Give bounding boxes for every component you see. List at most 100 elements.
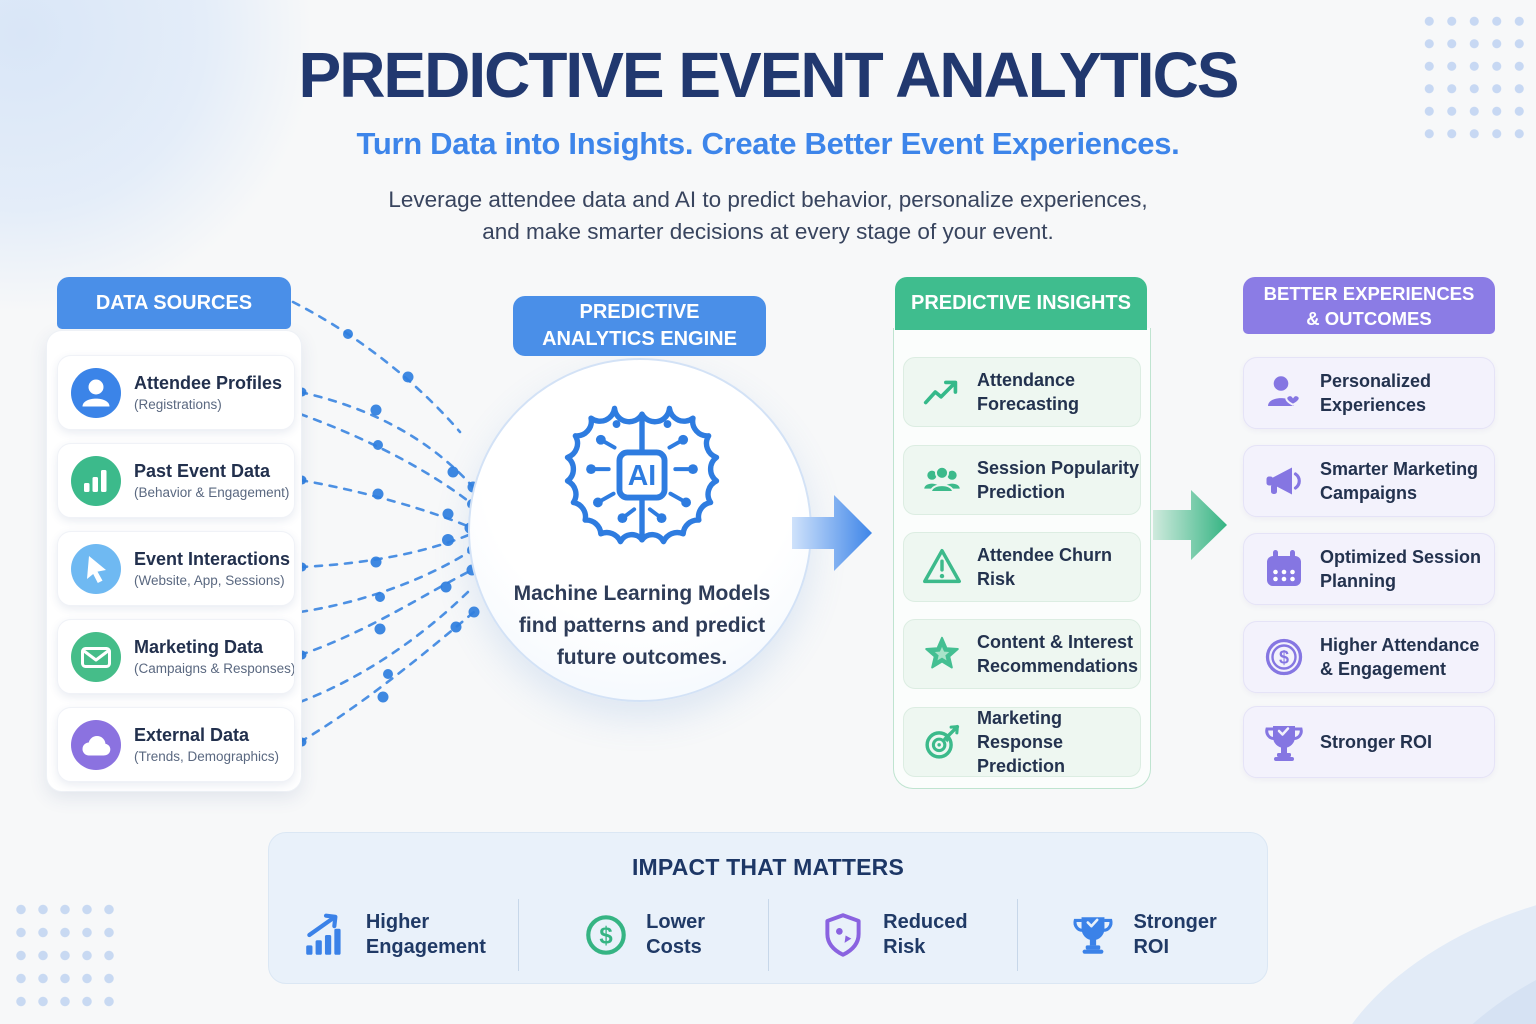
card-label: Attendance Forecasting <box>977 370 1080 414</box>
card-label: Optimized Session Planning <box>1320 547 1482 591</box>
impact-label-line-2: Engagement <box>365 936 486 958</box>
user-icon <box>71 367 121 418</box>
card-sublabel: (Registrations) <box>134 397 222 412</box>
insight-card-attendee-churn-risk: Attendee Churn Risk <box>903 532 1141 602</box>
insight-card-content-recommendations: Content & Interest Recommendations <box>903 619 1141 689</box>
calendar-icon <box>1267 550 1301 586</box>
engine-header: PREDICTIVE ANALYTICS ENGINE <box>513 296 766 356</box>
impact-bar: IMPACT THAT MATTERS Higher Engagement $ <box>268 832 1268 984</box>
data-source-card-external-data: External Data (Trends, Demographics) <box>57 707 295 782</box>
flow-arrow-blue <box>792 495 872 571</box>
svg-text:$: $ <box>1279 648 1289 668</box>
impact-item-reduced-risk: Reduced Risk <box>767 899 1018 971</box>
impact-item-stronger-roi: Stronger ROI <box>1017 899 1267 971</box>
flow-arrow-green <box>1153 490 1227 560</box>
card-label: Event Interactions <box>134 549 291 569</box>
description-line-2: and make smarter decisions at every stag… <box>482 219 1054 244</box>
card-label: Smarter Marketing Campaigns <box>1320 459 1479 503</box>
card-label: Attendee Profiles <box>134 373 283 393</box>
impact-label-line-1: Higher <box>365 911 430 933</box>
engine-circle: AI Machine Learning Models find patterns… <box>468 358 812 702</box>
card-sublabel: (Trends, Demographics) <box>134 749 280 764</box>
dollar-ring-icon: $ <box>586 915 626 955</box>
impact-label-line-1: Stronger <box>1133 911 1217 933</box>
outcomes-title-line-1: BETTER EXPERIENCES <box>1263 282 1475 304</box>
card-sublabel: (Website, App, Sessions) <box>134 573 285 588</box>
impact-item-higher-engagement: Higher Engagement <box>269 899 518 971</box>
shield-icon <box>825 913 861 957</box>
card-sublabel: (Campaigns & Responses) <box>134 661 294 676</box>
person-heart-icon <box>1268 376 1301 406</box>
card-label: Marketing Response Prediction <box>977 708 1066 776</box>
cloud-icon <box>71 719 121 770</box>
ai-label: AI <box>628 460 656 492</box>
outcome-card-personalized-experiences: Personalized Experiences <box>1243 357 1495 429</box>
engine-title-line-1: PREDICTIVE <box>579 301 700 323</box>
card-label: Personalized Experiences <box>1320 371 1432 415</box>
outcome-card-higher-attendance: $ Higher Attendance & Engagement <box>1243 621 1495 693</box>
page-description: Leverage attendee data and AI to predict… <box>0 184 1536 248</box>
card-label: Past Event Data <box>134 461 271 481</box>
card-label: Content & Interest Recommendations <box>977 632 1139 676</box>
data-source-card-past-event-data: Past Event Data (Behavior & Engagement) <box>57 443 295 518</box>
ai-brain-icon: AI <box>564 405 720 545</box>
card-sublabel: (Behavior & Engagement) <box>134 485 290 500</box>
bar-chart-icon <box>71 455 121 506</box>
outcome-card-smarter-marketing: Smarter Marketing Campaigns <box>1243 445 1495 517</box>
engine-caption-line-1: Machine Learning Models <box>513 582 771 605</box>
card-label: Attendee Churn Risk <box>977 545 1112 589</box>
dollar-coin-icon: $ <box>1265 638 1303 676</box>
card-label: Stronger ROI <box>1320 732 1433 752</box>
outcomes-title-line-2: & OUTCOMES <box>1306 307 1432 329</box>
dot-grid-top-right <box>1418 10 1532 142</box>
data-source-card-marketing-data: Marketing Data (Campaigns & Responses) <box>57 619 295 694</box>
page-subtitle: Turn Data into Insights. Create Better E… <box>356 126 1180 161</box>
impact-label-line-2: Risk <box>883 936 926 958</box>
impact-label-line-2: ROI <box>1133 936 1170 958</box>
data-sources-header: DATA SOURCES <box>57 277 291 329</box>
data-source-card-event-interactions: Event Interactions (Website, App, Sessio… <box>57 531 295 606</box>
engagement-bars-icon <box>306 913 341 955</box>
background-wave-bottom-right-outer <box>1277 820 1536 1024</box>
insight-card-attendance-forecasting: Attendance Forecasting <box>903 357 1141 427</box>
card-label: Marketing Data <box>134 637 264 657</box>
data-source-card-attendee-profiles: Attendee Profiles (Registrations) <box>57 355 295 430</box>
card-label: External Data <box>134 725 250 745</box>
insights-title: PREDICTIVE INSIGHTS <box>910 292 1132 314</box>
engine-caption-line-3: future outcomes. <box>556 646 728 669</box>
outcome-card-stronger-roi: Stronger ROI <box>1243 706 1495 778</box>
data-sources-title: DATA SOURCES <box>95 291 253 314</box>
warning-icon <box>923 548 961 584</box>
trend-up-icon <box>923 380 958 405</box>
impact-label-line-1: Reduced <box>883 911 968 933</box>
trophy-icon <box>1265 726 1303 761</box>
impact-label-line-1: Lower <box>646 911 706 933</box>
engine-caption: Machine Learning Models find patterns an… <box>490 578 794 674</box>
svg-text:$: $ <box>600 922 613 949</box>
description-line-1: Leverage attendee data and AI to predict… <box>388 187 1148 212</box>
engine-title-line-2: ANALYTICS ENGINE <box>542 328 737 350</box>
background-blob-top-left <box>0 0 310 310</box>
insight-card-session-popularity: Session Popularity Prediction <box>903 445 1141 515</box>
card-label: Higher Attendance & Engagement <box>1320 635 1480 679</box>
engine-caption-line-2: find patterns and predict <box>518 614 766 637</box>
impact-row: Higher Engagement $ Lower Costs <box>269 899 1267 971</box>
page-title: PREDICTIVE EVENT ANALYTICS <box>298 39 1240 111</box>
trophy-icon <box>1073 917 1113 954</box>
insights-header: PREDICTIVE INSIGHTS <box>895 277 1147 330</box>
dot-grid-bottom-left <box>10 898 114 1016</box>
impact-item-lower-costs: $ Lower Costs <box>517 899 768 971</box>
outcome-card-optimized-session-planning: Optimized Session Planning <box>1243 533 1495 605</box>
card-label: Session Popularity Prediction <box>977 458 1140 502</box>
insight-card-marketing-response: Marketing Response Prediction <box>903 707 1141 777</box>
impact-label-line-2: Costs <box>646 936 702 958</box>
outcomes-header: BETTER EXPERIENCES & OUTCOMES <box>1243 277 1495 334</box>
mail-icon <box>71 631 121 682</box>
cursor-icon <box>71 543 121 594</box>
impact-title: IMPACT THAT MATTERS <box>631 854 905 880</box>
star-icon <box>925 636 959 669</box>
target-icon <box>925 724 960 759</box>
users-icon <box>924 465 960 493</box>
header: PREDICTIVE EVENT ANALYTICS Turn Data int… <box>0 0 1536 248</box>
